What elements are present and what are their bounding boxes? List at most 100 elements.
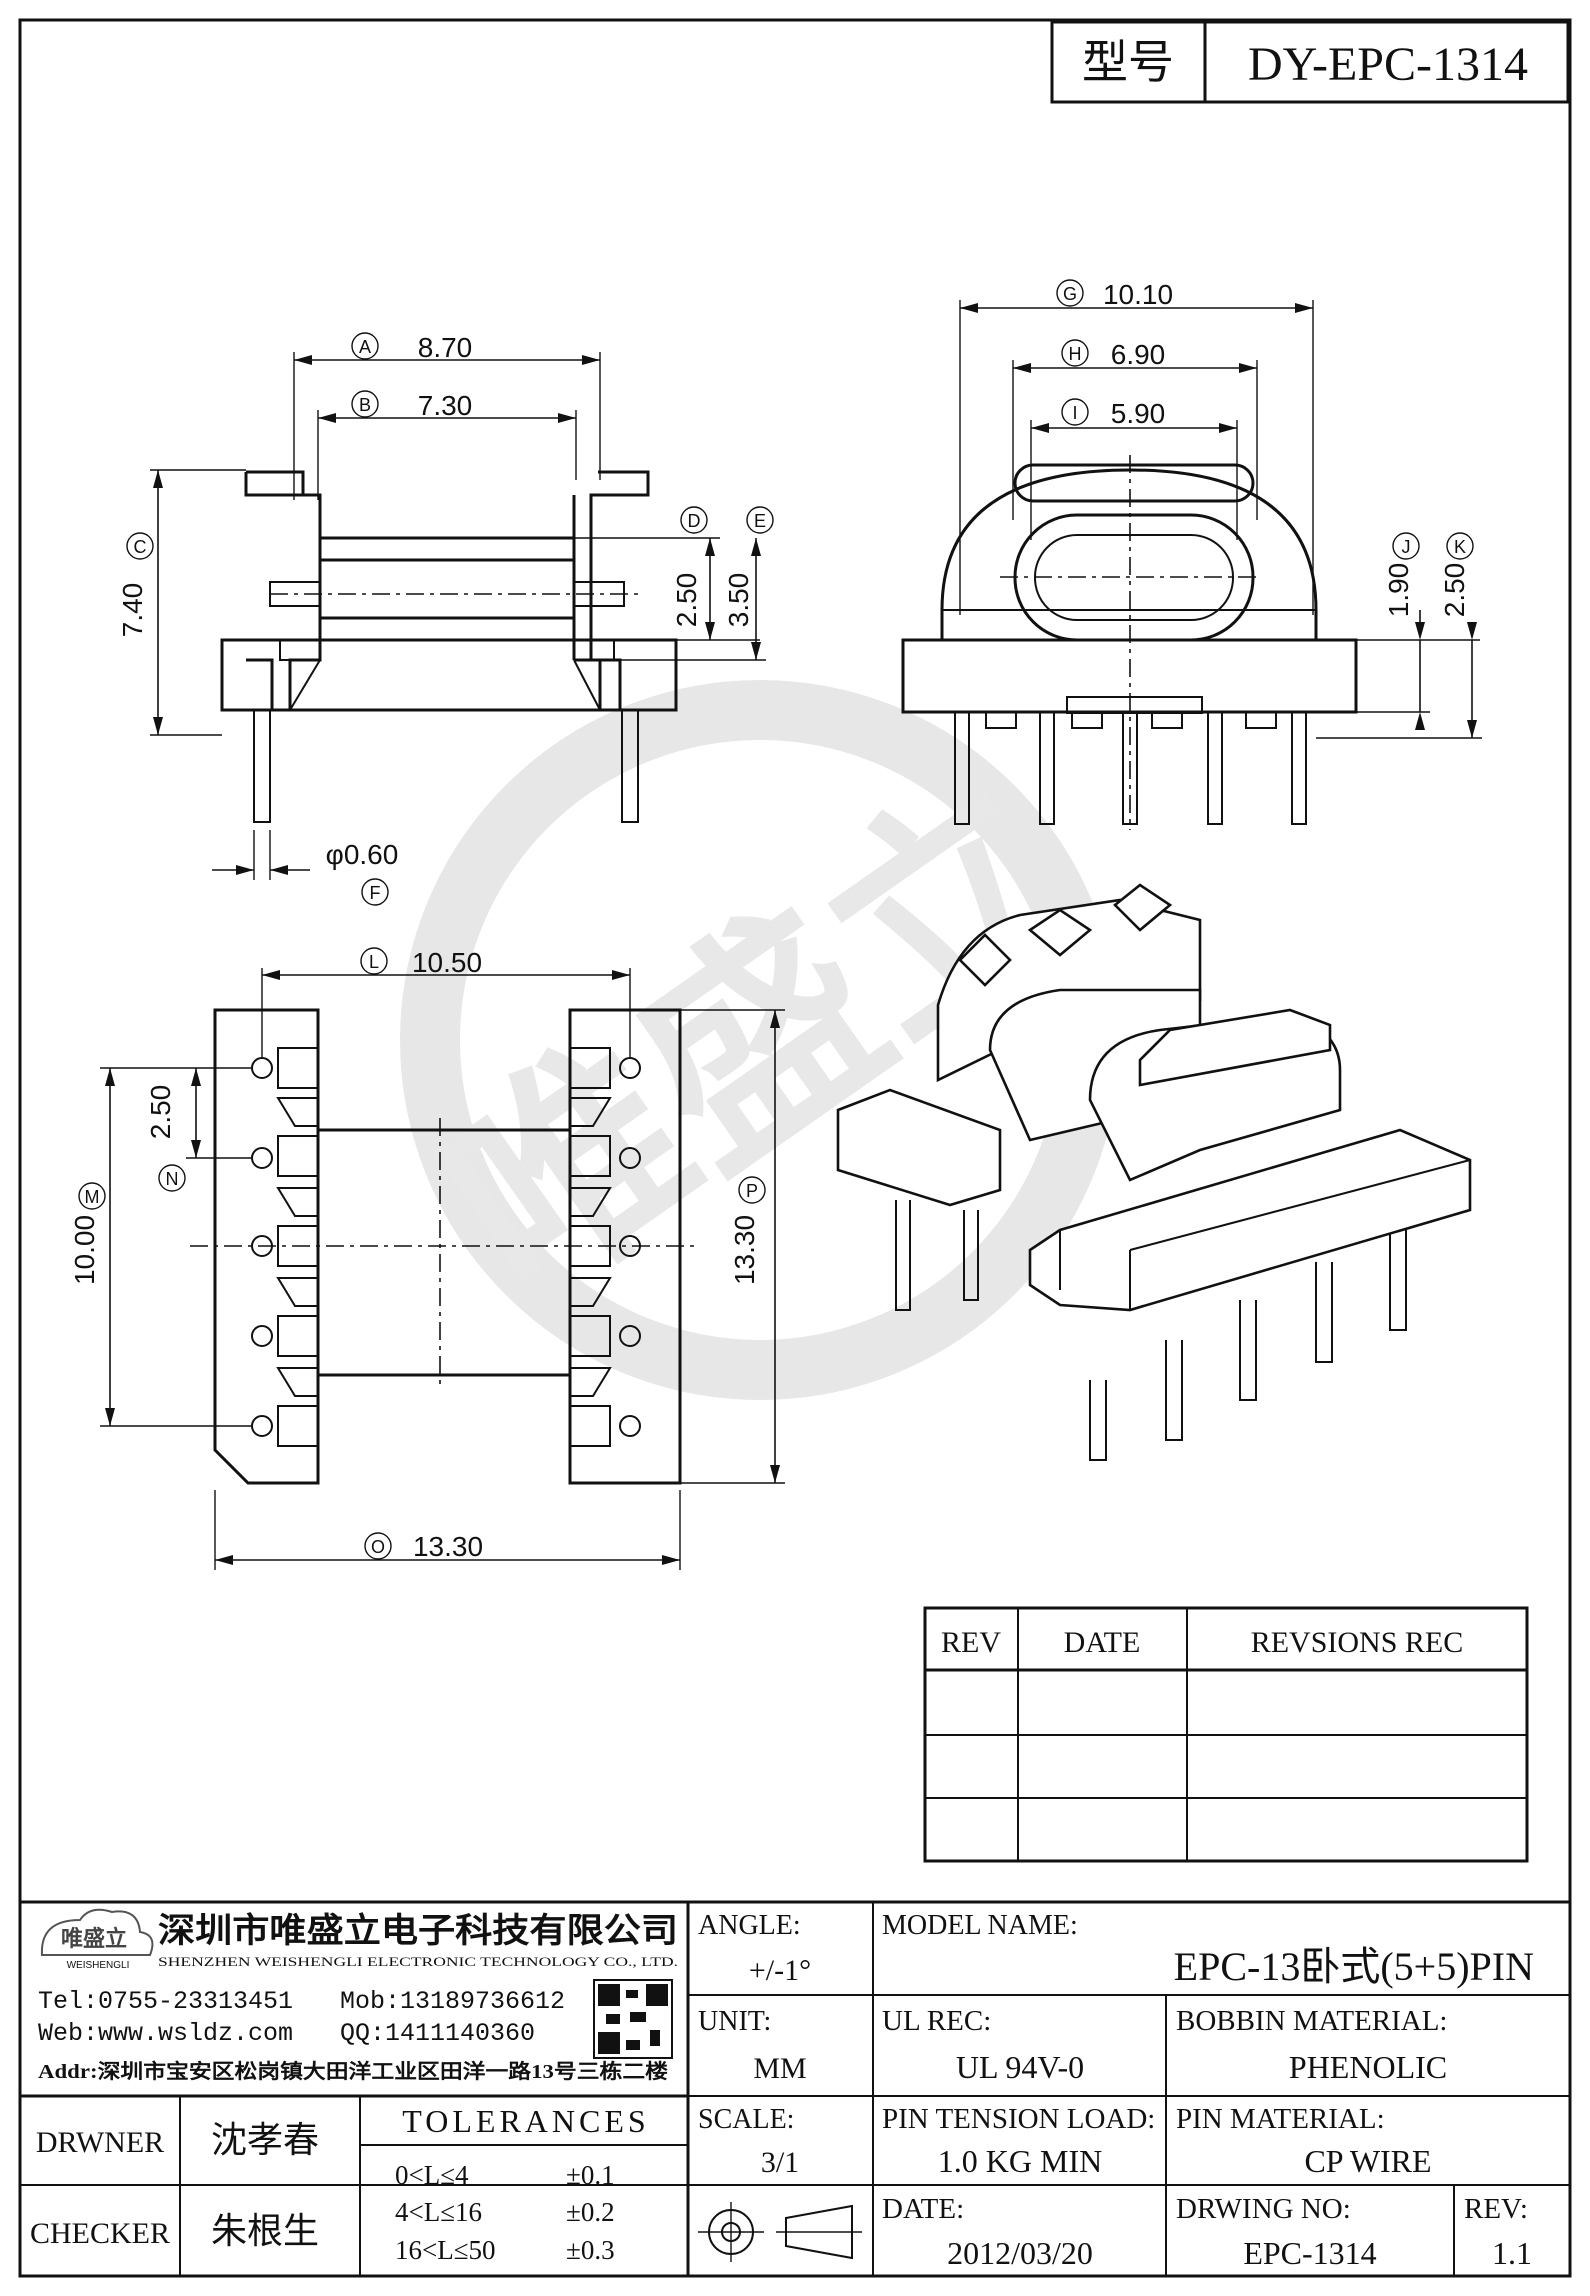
dimension-labels: A 8.70 B 7.30 C 7.40 D 2.50 E 3.50 F φ0.…	[69, 279, 1474, 1562]
company-name-cn: 深圳市唯盛立电子科技有限公司	[158, 1911, 678, 1950]
dim-n-letter: N	[166, 1169, 179, 1189]
dim-f: F φ0.60	[326, 839, 399, 906]
dim-j: J 1.90	[1383, 532, 1420, 618]
dim-i-letter: I	[1072, 403, 1077, 423]
tolerances-title: TOLERANCES	[402, 2103, 649, 2139]
dim-d-value: 2.50	[671, 573, 702, 628]
rev-header-rev: REV	[941, 1626, 1001, 1659]
dim-p: P 13.30	[729, 1176, 766, 1285]
dim-m-value: 10.00	[69, 1215, 100, 1285]
model-name-label: MODEL NAME:	[882, 1910, 1078, 1941]
tolerance-value-3: ±0.3	[566, 2235, 615, 2265]
pin-material-label: PIN MATERIAL:	[1176, 2103, 1385, 2135]
model-code: DY-EPC-1314	[1248, 38, 1528, 91]
rev-header-date: DATE	[1064, 1626, 1141, 1659]
front-view	[150, 352, 766, 880]
dim-a: A 8.70	[351, 332, 473, 363]
company-web: Web:www.wsldz.com	[38, 2019, 293, 2048]
model-number-block: 型号 DY-EPC-1314	[1050, 20, 1570, 104]
dim-a-value: 8.70	[418, 332, 473, 363]
tolerance-range-2: 4<L≤16	[395, 2197, 482, 2227]
dim-b-value: 7.30	[418, 390, 473, 421]
dim-n-value: 2.50	[145, 1085, 176, 1140]
dim-l-value: 10.50	[412, 947, 482, 978]
dim-j-value: 1.90	[1383, 563, 1414, 618]
sheet-border	[18, 18, 1572, 2278]
dim-p-letter: P	[746, 1181, 758, 1201]
company-tel: Tel:0755-23313451	[38, 1987, 293, 2016]
ul-rec-label: UL REC:	[882, 2005, 991, 2037]
dim-c-value: 7.40	[117, 583, 148, 638]
bottom-view	[100, 968, 785, 1570]
dim-d: D 2.50	[671, 506, 708, 628]
dim-e: E 3.50	[723, 506, 774, 628]
title-block: 唯盛立 WEISHENGLI 深圳市唯盛立电子科技有限公司 SHENZHEN W…	[20, 1900, 1570, 2276]
scale-label: SCALE:	[698, 2104, 794, 2135]
checker-label: CHECKER	[30, 2217, 170, 2250]
company-name-en: SHENZHEN WEISHENGLI ELECTRONIC TECHNOLOG…	[158, 1954, 678, 1969]
dim-e-letter: E	[754, 511, 766, 531]
tolerance-range-3: 16<L≤50	[395, 2235, 496, 2265]
rev-header-rec: REVSIONS REC	[1251, 1626, 1464, 1659]
unit-label: UNIT:	[698, 2006, 771, 2037]
tolerance-range-1: 0<L≤4	[395, 2160, 469, 2190]
company-qq: QQ:1411140360	[340, 2019, 535, 2048]
dim-c: C 7.40	[117, 532, 154, 638]
dim-k-value: 2.50	[1439, 563, 1470, 618]
dim-g-value: 10.10	[1103, 279, 1173, 310]
date-label: DATE:	[882, 2193, 964, 2225]
dim-g: G 10.10	[1056, 279, 1173, 310]
ul-rec-value: UL 94V-0	[956, 2049, 1084, 2085]
dim-l-letter: L	[369, 952, 379, 972]
dim-d-letter: D	[688, 511, 701, 531]
dim-b-letter: B	[359, 395, 371, 415]
dim-a-letter: A	[359, 337, 371, 357]
logo-subtext: WEISHENGLI	[67, 1960, 130, 1971]
dim-o-value: 13.30	[413, 1531, 483, 1562]
company-address: Addr:深圳市宝安区松岗镇大田洋工业区田洋一路13号三栋二楼	[38, 2059, 668, 2083]
dim-e-value: 3.50	[723, 573, 754, 628]
dim-p-value: 13.30	[729, 1215, 760, 1285]
pin-material-value: CP WIRE	[1304, 2143, 1431, 2179]
dim-o: O 13.30	[364, 1531, 483, 1562]
dim-o-letter: O	[371, 1537, 385, 1557]
bobbin-material-value: PHENOLIC	[1289, 2049, 1447, 2085]
tolerance-value-2: ±0.2	[566, 2197, 615, 2227]
pin-tension-value: 1.0 KG MIN	[938, 2143, 1102, 2179]
rev-value: 1.1	[1492, 2235, 1532, 2271]
date-value: 2012/03/20	[947, 2235, 1093, 2271]
bobbin-material-label: BOBBIN MATERIAL:	[1176, 2005, 1447, 2037]
dim-h: H 6.90	[1061, 339, 1166, 370]
logo-text: 唯盛立	[61, 1926, 127, 1951]
scale-value: 3/1	[761, 2146, 799, 2179]
dim-i-value: 5.90	[1111, 398, 1166, 429]
dim-k: K 2.50	[1439, 532, 1474, 618]
drawer-name: 沈孝春	[211, 2120, 319, 2160]
dim-j-letter: J	[1402, 537, 1411, 557]
checker-name: 朱根生	[211, 2211, 319, 2251]
drawer-label: DRWNER	[36, 2126, 164, 2159]
side-view	[901, 300, 1482, 830]
dim-i: I 5.90	[1061, 398, 1166, 429]
dim-m: M 10.00	[69, 1182, 106, 1285]
model-name-value: EPC-13卧式(5+5)PIN	[1174, 1944, 1534, 1989]
angle-value: +/-1°	[749, 1954, 811, 1987]
dim-h-value: 6.90	[1111, 339, 1166, 370]
tolerance-value-1: ±0.1	[566, 2160, 615, 2190]
dim-h-letter: H	[1069, 344, 1082, 364]
dim-b: B 7.30	[351, 390, 473, 421]
angle-label: ANGLE:	[698, 1910, 801, 1941]
company-logo: 唯盛立 WEISHENGLI	[40, 1908, 154, 1971]
dim-m-letter: M	[85, 1187, 100, 1207]
revision-table: REV DATE REVSIONS REC	[923, 1606, 1529, 1863]
isometric-view	[836, 883, 1472, 1461]
dim-f-value: φ0.60	[326, 839, 399, 870]
unit-value: MM	[753, 2052, 806, 2085]
company-mob: Mob:13189736612	[340, 1987, 565, 2016]
dim-g-letter: G	[1063, 284, 1077, 304]
rev-label: REV:	[1464, 2193, 1528, 2225]
dim-n: N 2.50	[145, 1085, 186, 1192]
projection-symbol-icon	[698, 2202, 862, 2262]
qr-code-icon	[593, 1979, 673, 2059]
